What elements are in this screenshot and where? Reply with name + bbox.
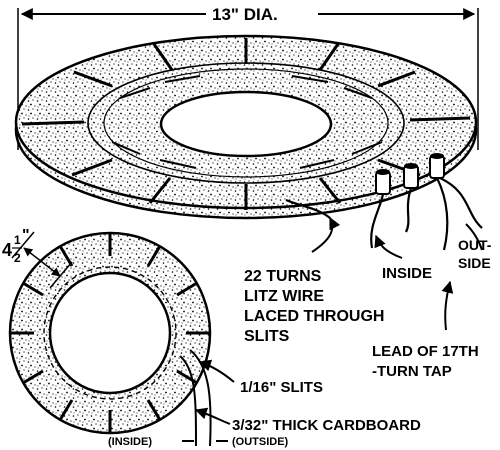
width-unit: " [22, 227, 30, 244]
slits-label: 1/16" SLITS [240, 379, 323, 396]
turns-label-line-2: LITZ WIRE [244, 288, 324, 305]
label-pointers [311, 216, 483, 331]
small-form-leads [179, 349, 212, 447]
outside-small-label: (OUTSIDE) [232, 436, 289, 448]
outside-label-line-1: OUT- [458, 237, 492, 253]
turns-label: 22 TURNS LITZ WIRE LACED THROUGH SLITS [244, 268, 384, 345]
width-whole: 4 [2, 240, 12, 260]
turns-label-line-1: 22 TURNS [244, 268, 322, 285]
lead-label-line-1: LEAD OF 17TH [372, 343, 479, 360]
small-coil-form [8, 231, 212, 447]
small-label-pointers [182, 359, 235, 442]
width-denominator: 2 [14, 251, 21, 265]
inside-small-label: (INSIDE) [108, 436, 152, 448]
radial-slits [21, 38, 471, 210]
turns-label-line-3: LACED THROUGH [244, 308, 384, 325]
wire-leads [285, 177, 483, 251]
turns-label-line-4: SLITS [244, 328, 290, 345]
large-coil-form [14, 34, 483, 251]
laced-wire [111, 75, 383, 169]
small-radial-slits [10, 233, 210, 433]
cardboard-label: 3/32" THICK CARDBOARD [232, 417, 421, 434]
width-label: 4 1 2 " [2, 227, 30, 265]
inside-label: INSIDE [382, 265, 432, 282]
diameter-label: 13" DIA. [212, 5, 278, 24]
lead-label-line-2: -TURN TAP [372, 363, 452, 380]
width-numerator: 1 [14, 233, 21, 247]
outside-label-line-2: SIDE [458, 255, 491, 271]
terminal-posts [375, 153, 445, 195]
